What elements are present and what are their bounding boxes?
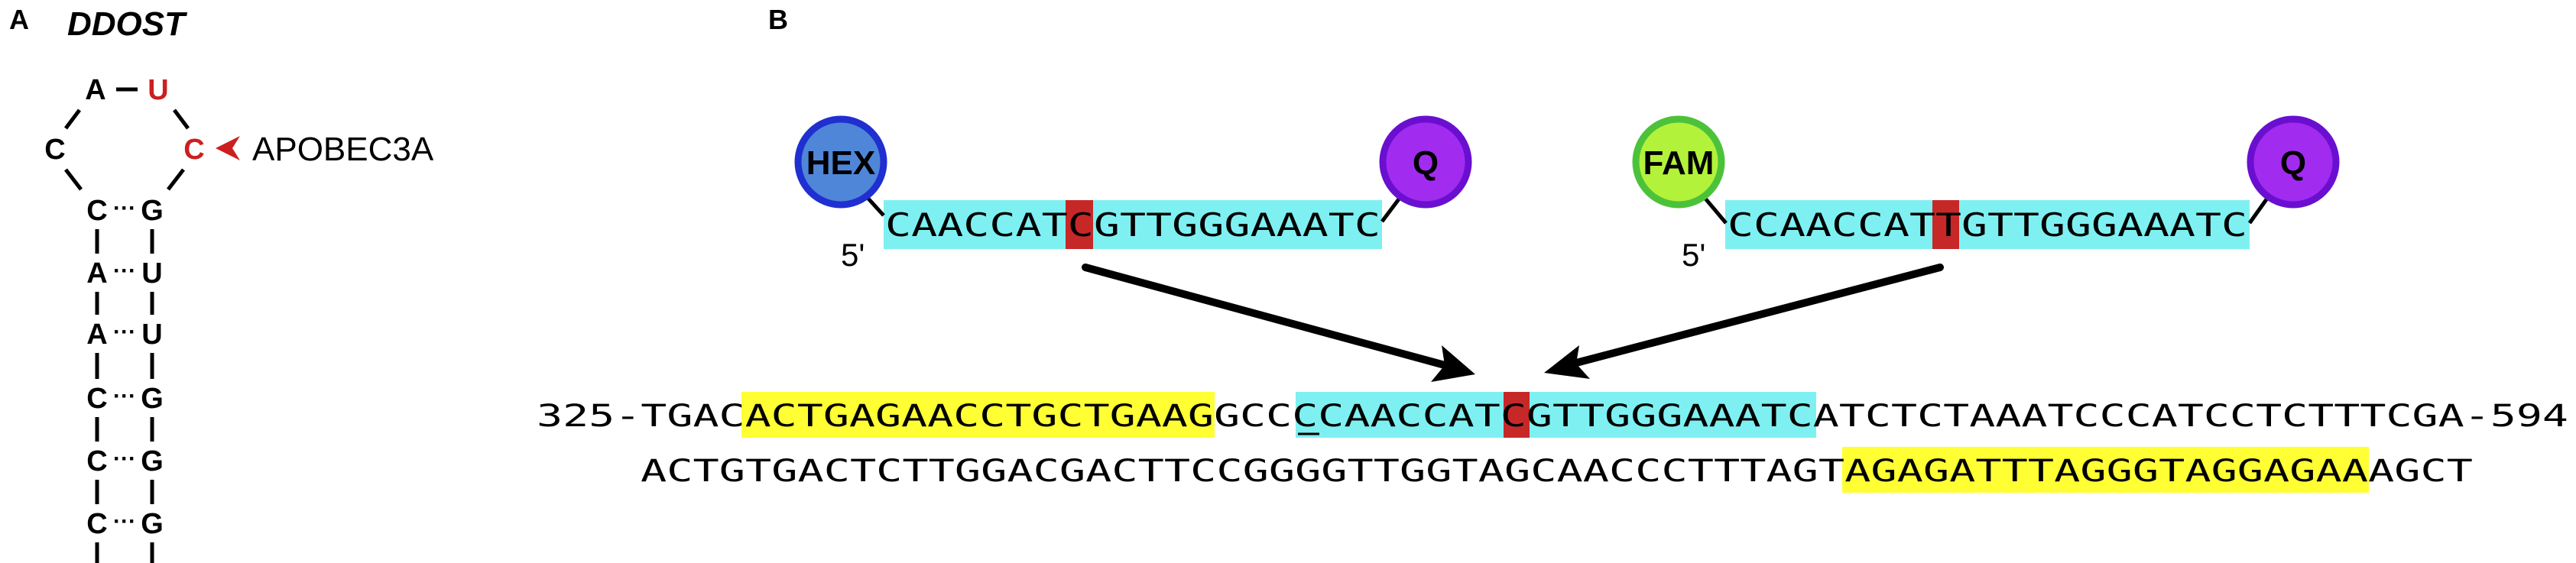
target-box xyxy=(1504,392,1530,438)
quencher-icon xyxy=(2247,115,2340,209)
gene-name: DDOST xyxy=(67,5,187,43)
quencher-label: Q xyxy=(2280,144,2306,182)
stem-base-right: G xyxy=(141,508,164,540)
hex-fluorophore-icon xyxy=(794,115,887,209)
fam-fluorophore-icon xyxy=(1632,115,1725,209)
arrow-line-left xyxy=(1082,264,1449,369)
stem-pair: C ··· G xyxy=(86,195,164,227)
loop-bond-upper-right xyxy=(173,108,190,130)
quencher-icon xyxy=(1379,115,1472,209)
stem-pair: A ··· U xyxy=(86,257,162,290)
bottom-strand-sequence: ACTGTGACTCTTGGACGACTTCCGGGGTTGGTAGCAACCC… xyxy=(641,454,2473,489)
pair-dots: ··· xyxy=(113,509,136,534)
loop-bond-lower-right xyxy=(167,168,185,191)
stem-base-left: C xyxy=(86,445,107,477)
pair-dots: ··· xyxy=(113,446,136,471)
arrow-line-right xyxy=(1572,264,1944,367)
loop-base-top-right: U xyxy=(148,74,168,106)
fluor-label: HEX xyxy=(806,144,875,182)
stem-base-right: G xyxy=(141,445,164,477)
stem-base-left: A xyxy=(86,257,107,290)
pair-dots: ··· xyxy=(113,383,136,409)
stem-base-left: C xyxy=(86,508,107,540)
stem-pair: A ··· U xyxy=(86,319,162,351)
target-box xyxy=(1932,200,1959,249)
hairpin-loop: A U C C xyxy=(44,74,205,191)
panel-b-label: B xyxy=(768,4,788,35)
stem-base-right: G xyxy=(141,195,164,227)
probe-highlight xyxy=(884,200,1382,249)
loop-bond-upper-left xyxy=(64,108,81,130)
probe-highlight xyxy=(1296,392,1816,438)
primer-highlight xyxy=(1842,447,2369,493)
arrowhead-icon xyxy=(216,136,240,160)
arrowhead-icon xyxy=(1431,345,1475,382)
stem-base-right: U xyxy=(141,319,162,351)
loop-base-right: C xyxy=(183,134,204,166)
stem-base-right: U xyxy=(141,257,162,290)
loop-bond-lower-left xyxy=(64,168,83,191)
panel-a-label: A xyxy=(9,4,29,35)
loop-base-left: C xyxy=(44,134,65,166)
stem-pair: C ··· G xyxy=(86,383,164,415)
apobec3a-pointer: APOBEC3A xyxy=(216,131,434,168)
target-box xyxy=(1066,200,1093,249)
stem-base-left: A xyxy=(86,319,107,351)
fluor-label: FAM xyxy=(1643,144,1715,182)
pair-dots: ··· xyxy=(113,319,136,345)
stem-base-right: G xyxy=(141,383,164,415)
probe-highlight xyxy=(1725,200,2250,249)
primer-highlight xyxy=(741,392,1215,438)
stem-base-left: C xyxy=(86,195,107,227)
arrowhead-icon xyxy=(1544,345,1590,379)
pair-dots: ··· xyxy=(113,258,136,283)
quencher-label: Q xyxy=(1413,144,1439,182)
bottom-strand: ACTGTGACTCTTGGACGACTTCCGGGGTTGGTAGCAACCC… xyxy=(641,447,2473,493)
stem-base-left: C xyxy=(86,383,107,415)
pair-dots: ··· xyxy=(113,196,136,221)
stem-pair: C ··· G xyxy=(86,508,164,540)
enzyme-label: APOBEC3A xyxy=(252,131,434,168)
five-prime-label: 5' xyxy=(1682,237,1705,273)
binding-arrows xyxy=(1082,264,1944,382)
loop-base-top-left: A xyxy=(85,74,105,106)
panel-a: A DDOST A U C C APOBEC3A C ··· G xyxy=(9,4,434,563)
five-prime-label: 5' xyxy=(841,237,865,273)
stem-pair: C ··· G xyxy=(86,445,164,477)
hairpin-stem: C ··· G A ··· U A ··· U C ··· xyxy=(86,195,164,563)
